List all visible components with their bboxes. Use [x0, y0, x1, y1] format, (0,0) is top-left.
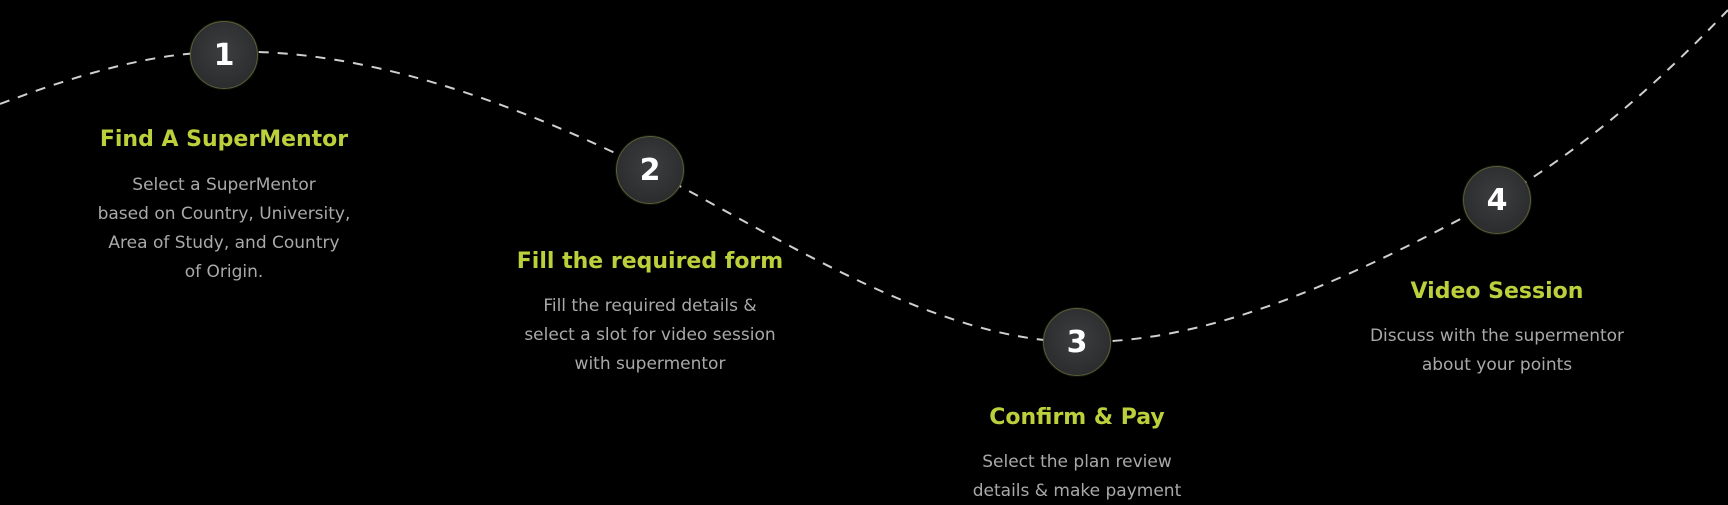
step-3-line-1: Select the plan review: [982, 452, 1172, 472]
step-1-number-badge: 1: [190, 21, 258, 89]
step-3-title: Confirm & Pay: [989, 405, 1165, 430]
step-4-line-2: about your points: [1421, 355, 1573, 375]
step-2-line-1: Fill the required details &: [543, 296, 757, 316]
step-4-line-1: Discuss with the supermentor: [1369, 326, 1625, 346]
step-2-line-2: select a slot for video session: [524, 325, 776, 345]
step-2-description: Fill the required details & select a slo…: [500, 292, 800, 379]
step-4-description: Discuss with the supermentor about your …: [1347, 322, 1647, 380]
step-1-line-2: based on Country, University,: [97, 204, 351, 224]
step-1-number: 1: [213, 37, 235, 73]
step-1-title: Find A SuperMentor: [99, 127, 349, 152]
step-1-line-4: of Origin.: [184, 262, 264, 282]
step-1-line-3: Area of Study, and Country: [108, 233, 340, 253]
step-3-line-2: details & make payment: [972, 481, 1182, 501]
step-2-number-badge: 2: [616, 136, 684, 204]
step-3-number: 3: [1066, 324, 1088, 360]
step-4-title: Video Session: [1410, 279, 1584, 304]
step-3-number-badge: 3: [1043, 308, 1111, 376]
step-1-line-1: Select a SuperMentor: [132, 175, 316, 195]
step-2-title: Fill the required form: [516, 249, 784, 274]
step-4-number: 4: [1486, 182, 1508, 218]
step-2-number: 2: [639, 152, 661, 188]
step-2-line-3: with supermentor: [574, 354, 726, 374]
step-3-description: Select the plan review details & make pa…: [927, 448, 1227, 505]
step-4-number-badge: 4: [1463, 166, 1531, 234]
step-1-description: Select a SuperMentor based on Country, U…: [74, 171, 374, 287]
